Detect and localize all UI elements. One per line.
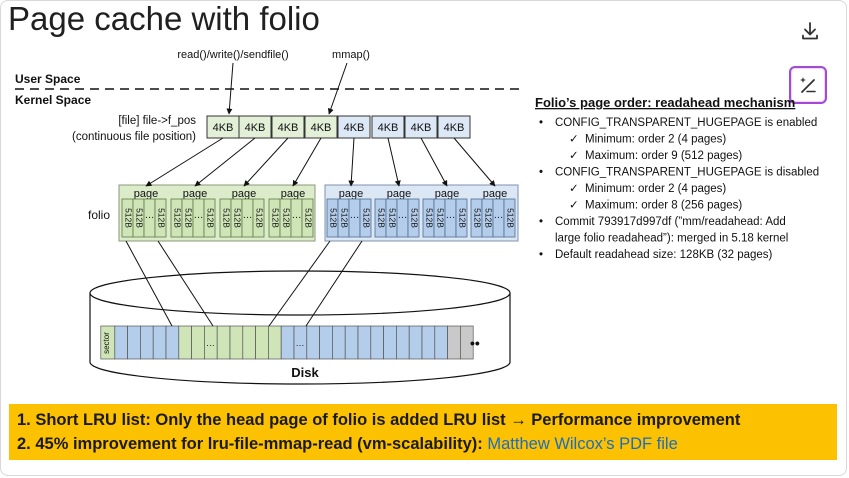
sparkle-pen-icon [800,77,816,93]
summary-line-1: 1. Short LRU list: Only the head page of… [17,411,741,429]
summary-banner: 1. Short LRU list: Only the head page of… [9,404,837,460]
summary-line-2: 2. 45% improvement for lru-file-mmap-rea… [17,435,678,454]
summary-line-2-text: 2. 45% improvement for lru-file-mmap-rea… [17,435,488,453]
pdf-link[interactable]: Matthew Wilcox’s PDF file [487,435,678,453]
edit-with-ai-button[interactable] [789,66,827,104]
download-icon [802,22,818,40]
download-button[interactable] [793,14,827,48]
slide-title: Page cache with folio [8,0,320,37]
